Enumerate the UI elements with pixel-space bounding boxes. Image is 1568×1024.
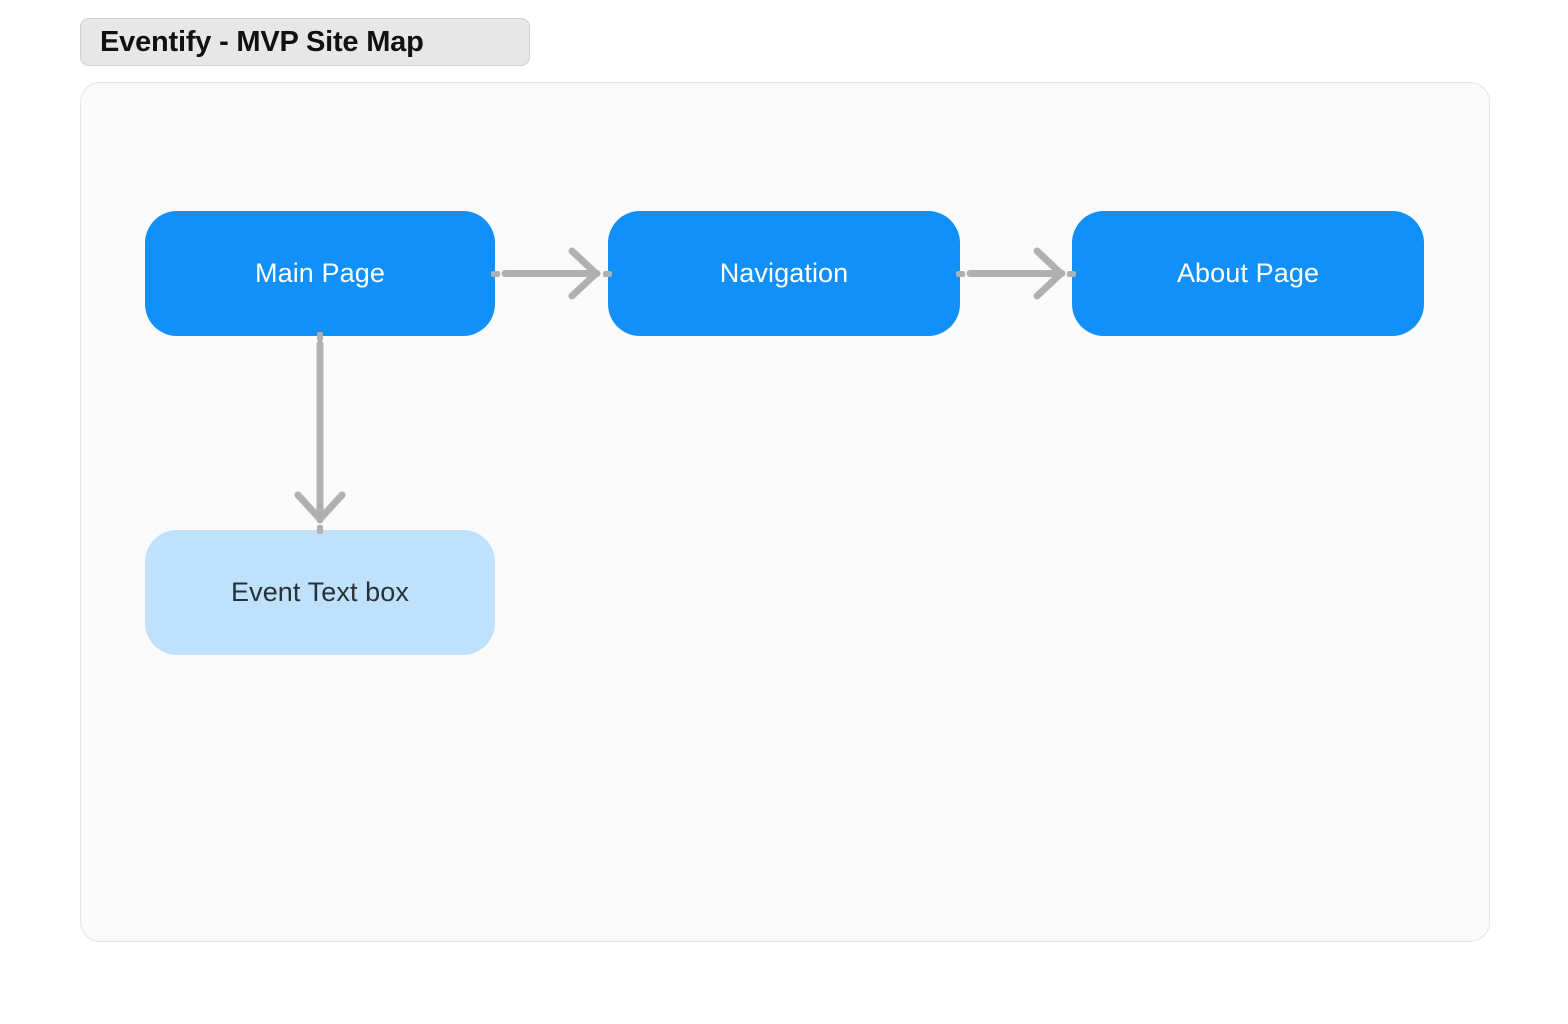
diagram-title: Eventify - MVP Site Map — [80, 18, 530, 66]
node-navigation[interactable]: Navigation — [603, 211, 965, 336]
node-event-text-box[interactable]: Event Text box — [145, 525, 495, 655]
node-event-text-box-handle-top[interactable] — [317, 525, 323, 534]
edge-main-page-to-event-text-box — [294, 340, 346, 524]
node-about-page[interactable]: About Page — [1067, 211, 1424, 336]
node-event-text-box-label: Event Text box — [230, 577, 409, 607]
node-main-page-handle-bottom[interactable] — [317, 332, 323, 341]
node-main-page-handle-right[interactable] — [491, 270, 500, 277]
edge-main-page-to-navigation — [501, 247, 601, 300]
node-main-page[interactable]: Main Page — [145, 211, 500, 341]
node-navigation-handle-right[interactable] — [956, 270, 965, 277]
node-navigation-label: Navigation — [719, 258, 849, 288]
edge-navigation-to-about-page — [966, 247, 1066, 300]
node-about-page-handle-left[interactable] — [1067, 270, 1076, 277]
node-navigation-handle-left[interactable] — [603, 270, 612, 277]
node-about-page-label: About Page — [1176, 258, 1320, 288]
node-main-page-label: Main Page — [255, 258, 385, 288]
